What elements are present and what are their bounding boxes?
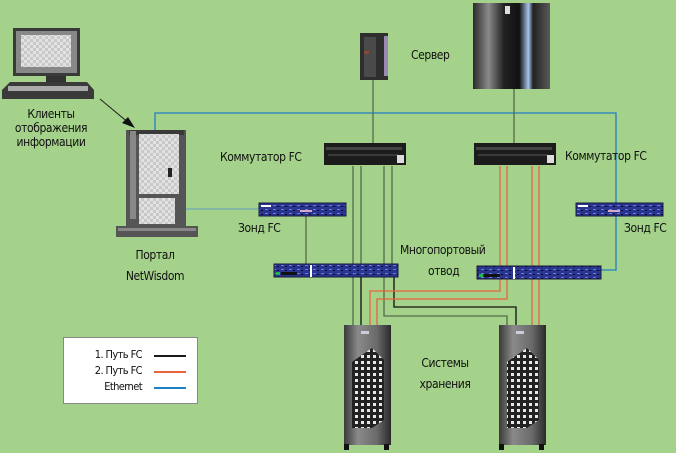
- legend-swatch: [154, 371, 186, 373]
- legend-item-fc-path-1: 1. Путь FC: [64, 348, 197, 363]
- link-tap-storage-right-b: [393, 277, 517, 325]
- server-rack-icon: [473, 3, 550, 89]
- legend: 1. Путь FC 2. Путь FC Ethernet: [63, 337, 198, 404]
- tap-label-line-2: отвод: [428, 264, 460, 278]
- fc-switch-left-icon: [324, 143, 406, 165]
- server-label: Сервер: [411, 48, 450, 62]
- clients-label-line-1: Клиенты: [27, 107, 75, 121]
- legend-label: 2. Путь FC: [94, 364, 143, 377]
- legend-item-ethernet: Ethernet: [64, 380, 197, 395]
- fc-probe-right-icon: [575, 202, 664, 217]
- portal-label: Портал NetWisdom: [110, 245, 200, 287]
- clients-label-line-2: отображения: [14, 121, 88, 135]
- tap-label-line-1: Многопортовый: [400, 243, 486, 257]
- clients-label: Клиенты отображения информации: [3, 107, 99, 149]
- probe-left-label: Зонд FC: [238, 221, 281, 235]
- fc-probe-left-icon: [258, 202, 347, 217]
- portal-label-line-1: Портал: [135, 248, 175, 262]
- fc-path-1-links: [352, 166, 517, 325]
- fc-switch-right-icon: [474, 143, 556, 165]
- switch-right-label: Коммутатор FC: [565, 149, 647, 163]
- clients-label-line-3: информации: [16, 135, 86, 149]
- storage-label: Системы хранения: [405, 353, 485, 395]
- legend-swatch: [154, 355, 186, 357]
- ethernet-link-portal-backbone: [154, 112, 617, 271]
- multiport-tap-left-icon: [273, 263, 399, 278]
- probe-right-label: Зонд FC: [624, 221, 667, 235]
- switch-left-label: Коммутатор FC: [220, 150, 302, 164]
- ethernet-links: [154, 112, 617, 271]
- desktop-computer-icon: [2, 28, 94, 99]
- device-links: [305, 78, 515, 264]
- legend-swatch: [154, 387, 186, 389]
- server-tower-icon: [360, 33, 388, 80]
- multiport-tap-right-icon: [476, 265, 602, 280]
- storage-label-line-2: хранения: [419, 377, 471, 391]
- portal-label-line-2: NetWisdom: [125, 269, 185, 283]
- storage-array-left-icon: [344, 325, 391, 450]
- legend-label: 1. Путь FC: [94, 348, 143, 361]
- link-tap-storage-left-c: [369, 279, 501, 325]
- link-tap-storage-left-d: [376, 279, 508, 325]
- storage-label-line-1: Системы: [421, 356, 469, 370]
- legend-label: Ethernet: [104, 380, 142, 393]
- link-tap-storage-right-a: [383, 277, 508, 325]
- storage-array-right-icon: [499, 325, 546, 450]
- portal-tower-icon: [116, 130, 198, 237]
- arrow-icon: [99, 98, 135, 128]
- fc-path-2-links: [369, 166, 540, 325]
- legend-item-fc-path-2: 2. Путь FC: [64, 364, 197, 379]
